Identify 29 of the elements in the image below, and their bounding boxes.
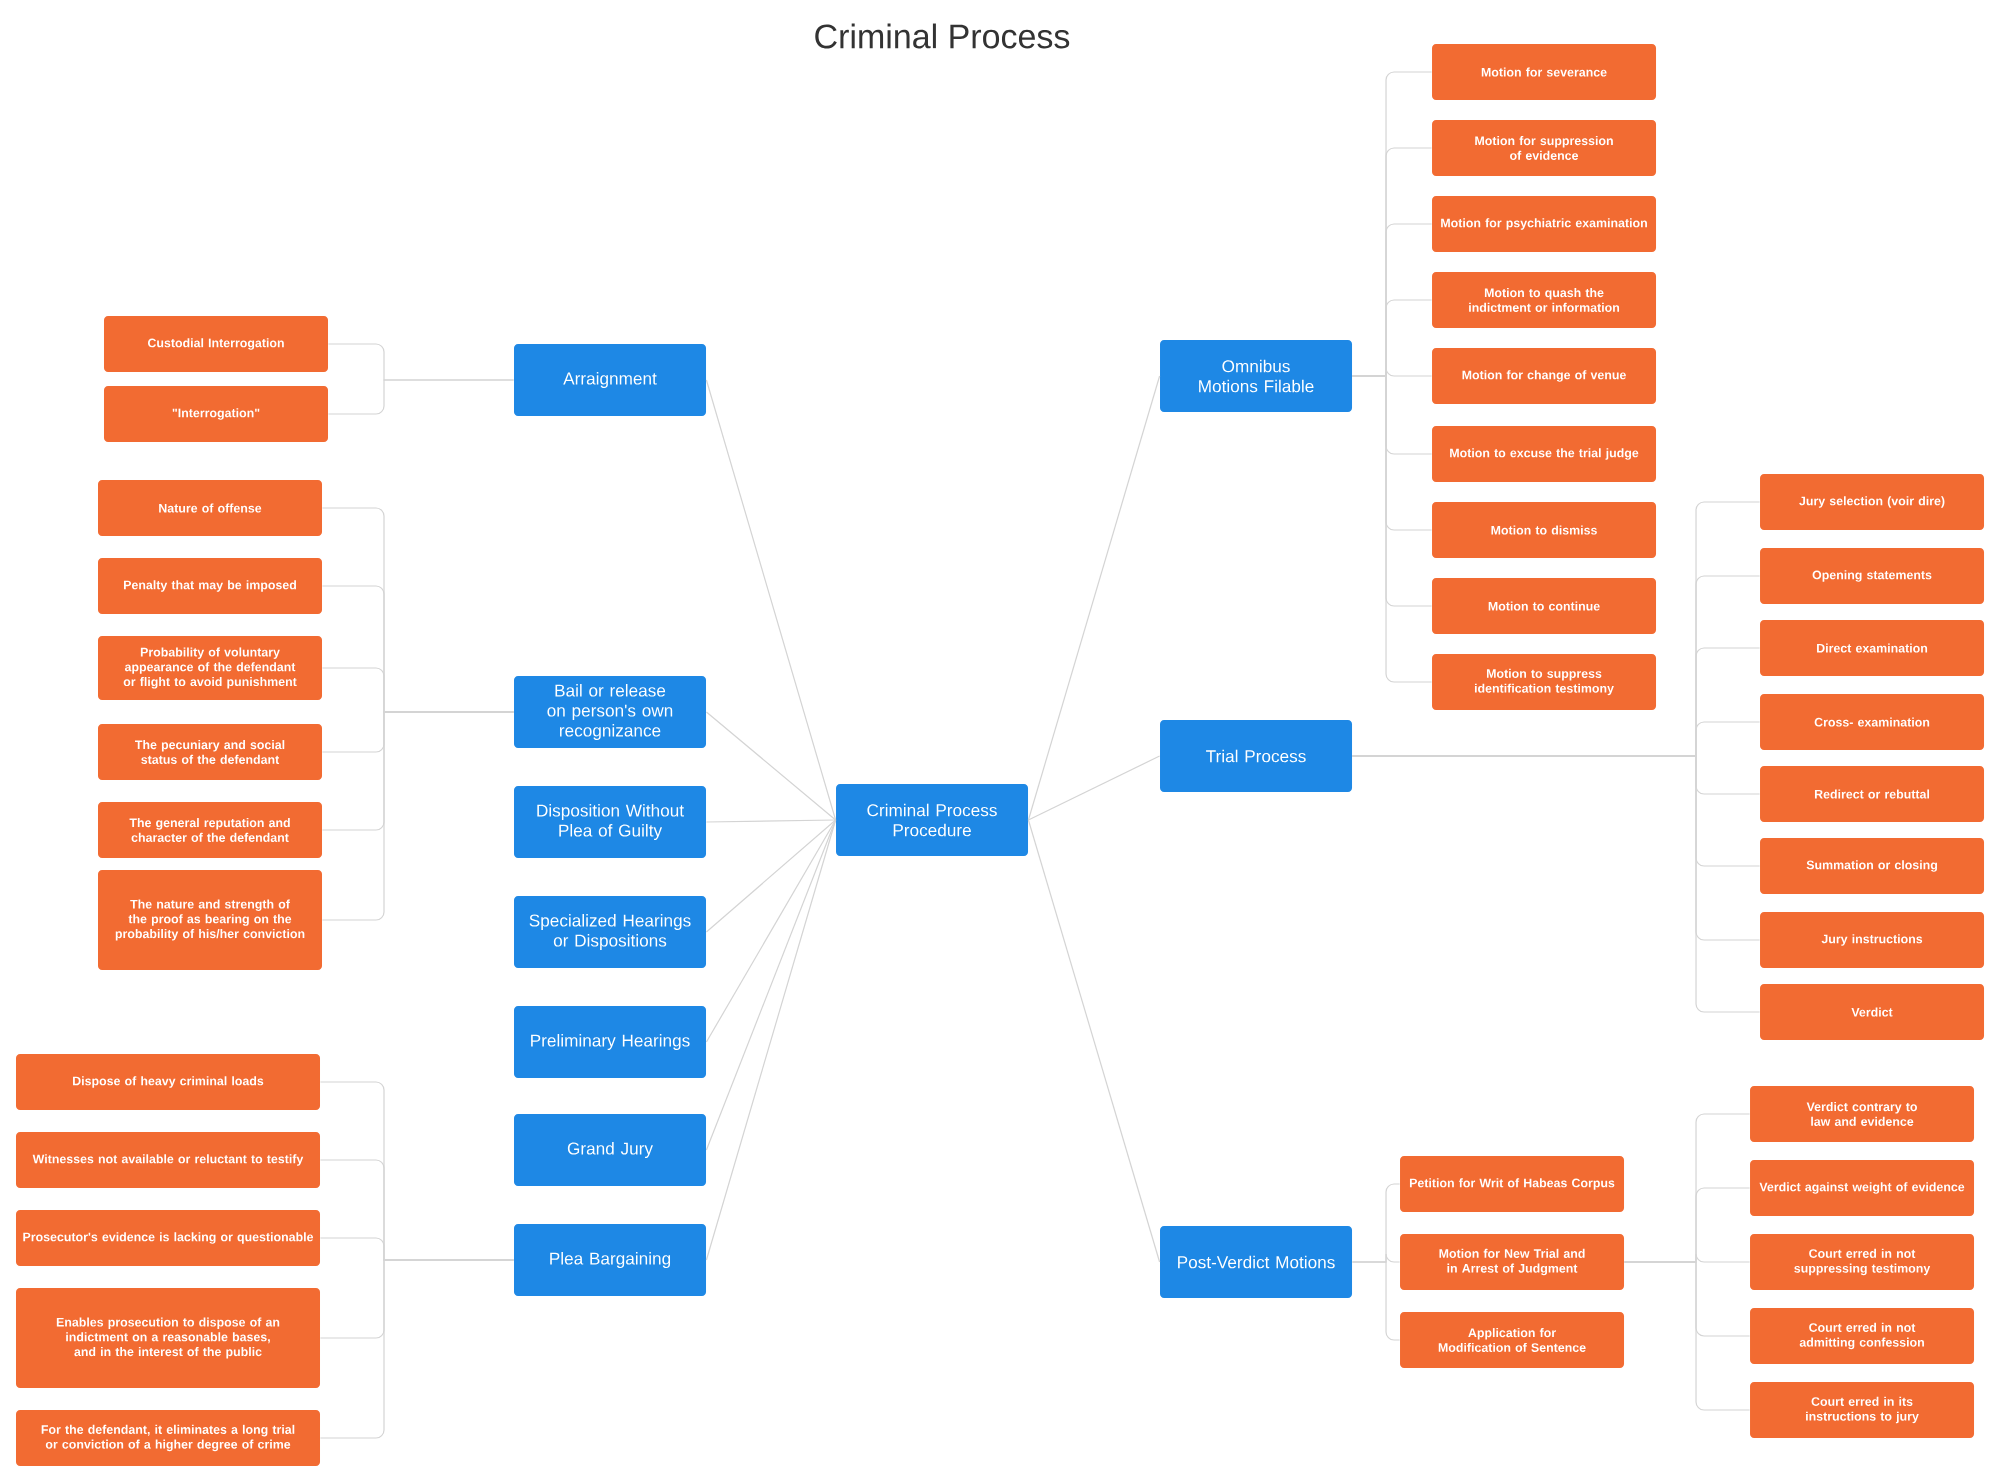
- topic-box: Plea Bargaining: [514, 1224, 706, 1296]
- connector: [1027, 755, 1161, 821]
- connector: [1027, 375, 1161, 821]
- connector: [1027, 819, 1161, 1263]
- connector: [321, 711, 515, 921]
- topic-box: Grand Jury: [514, 1114, 706, 1186]
- connector: [705, 711, 837, 821]
- connector: [1351, 755, 1761, 1013]
- connector: [1351, 375, 1433, 683]
- connector: [705, 819, 837, 933]
- topic-box: Trial Process: [1160, 720, 1352, 792]
- connector: [327, 379, 515, 415]
- topic-box: Post-Verdict Motions: [1160, 1226, 1352, 1298]
- connector: [705, 819, 837, 1151]
- connector: [1351, 1261, 1401, 1341]
- connector: [319, 1259, 515, 1439]
- title: Criminal Process: [815, 23, 1070, 49]
- topic-box: Preliminary Hearings: [514, 1006, 706, 1078]
- connector: [705, 819, 837, 1261]
- connector: [705, 819, 837, 823]
- topic-box: Bail or release on person's own recognizance: [514, 676, 706, 748]
- connector: [705, 819, 837, 1043]
- topic-box: Disposition Without Plea of Guilty: [514, 786, 706, 858]
- root-box: Criminal Process Procedure: [836, 784, 1028, 856]
- connector: [705, 379, 837, 821]
- connector: [1623, 1261, 1751, 1411]
- topic-box: Arraignment: [514, 344, 706, 416]
- topic-box: Specialized Hearings or Dispositions: [514, 896, 706, 968]
- topic-box: Omnibus Motions Filable: [1160, 340, 1352, 412]
